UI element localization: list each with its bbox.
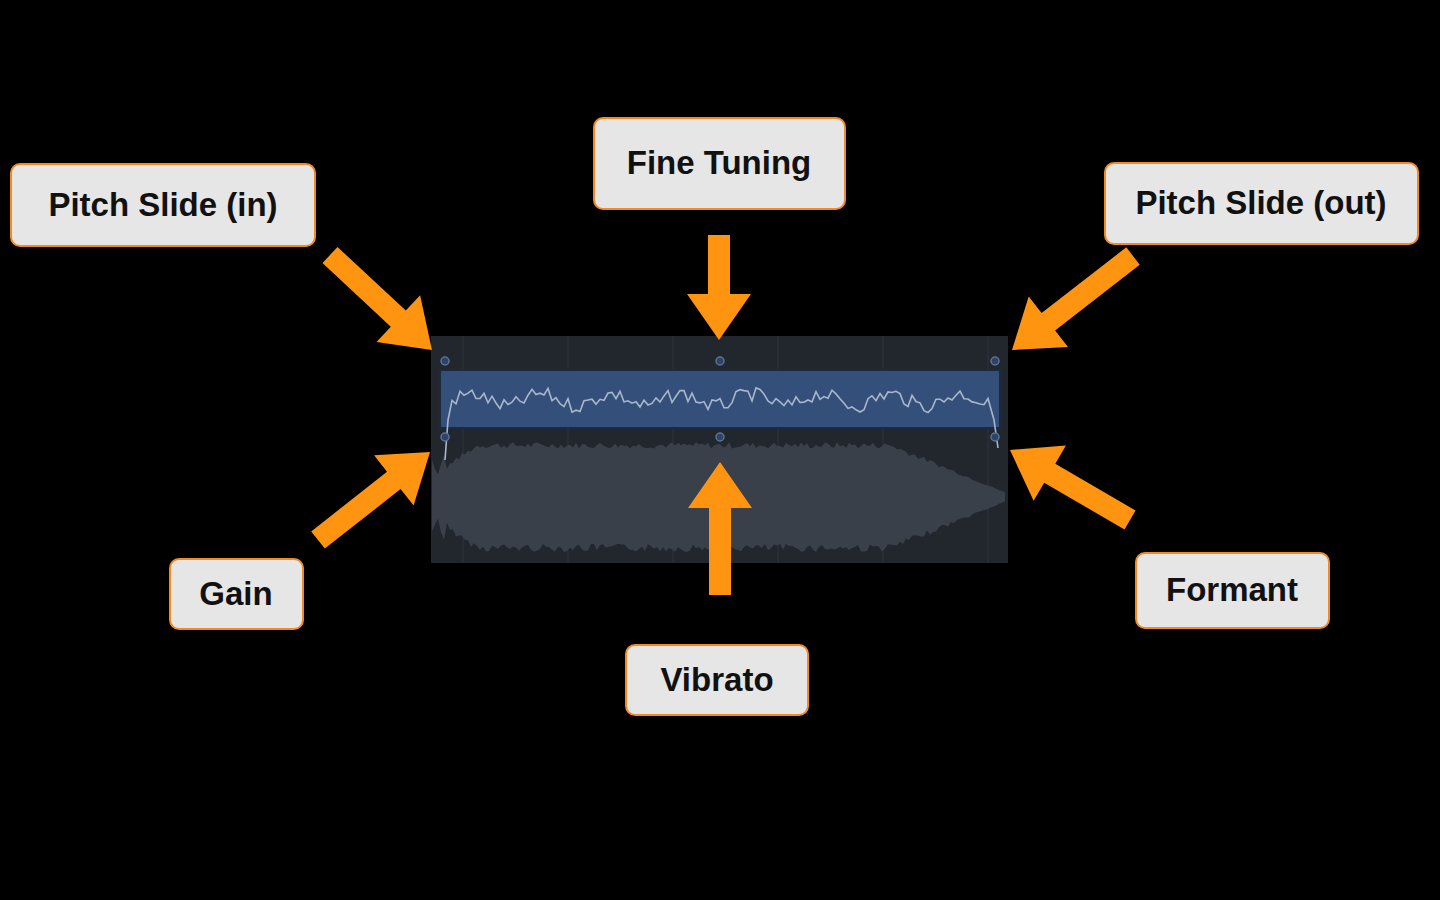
callout-box: Formant — [1135, 552, 1330, 629]
callout-box: Fine Tuning — [593, 117, 846, 210]
callout-box: Vibrato — [625, 644, 809, 716]
callout-text: Fine Tuning — [627, 144, 812, 182]
pitch-curve — [445, 388, 998, 460]
callout-text: Pitch Slide (out) — [1135, 184, 1386, 222]
pointer-arrow — [323, 247, 433, 350]
callout-text: Formant — [1166, 571, 1298, 609]
callout-box: Gain — [169, 558, 304, 630]
callout-text: Vibrato — [660, 661, 773, 699]
pointer-arrow — [1012, 247, 1140, 350]
callout-text: Pitch Slide (in) — [48, 186, 277, 224]
callout-box: Pitch Slide (in) — [10, 163, 316, 247]
handle-dots — [441, 357, 999, 441]
callout-text: Gain — [199, 575, 272, 613]
callout-box: Pitch Slide (out) — [1104, 162, 1419, 245]
pointer-arrow — [687, 235, 751, 340]
pointer-arrows — [311, 235, 1139, 595]
pointer-arrow — [311, 452, 430, 549]
pointer-arrow — [688, 462, 752, 595]
pointer-arrow — [1010, 446, 1136, 530]
